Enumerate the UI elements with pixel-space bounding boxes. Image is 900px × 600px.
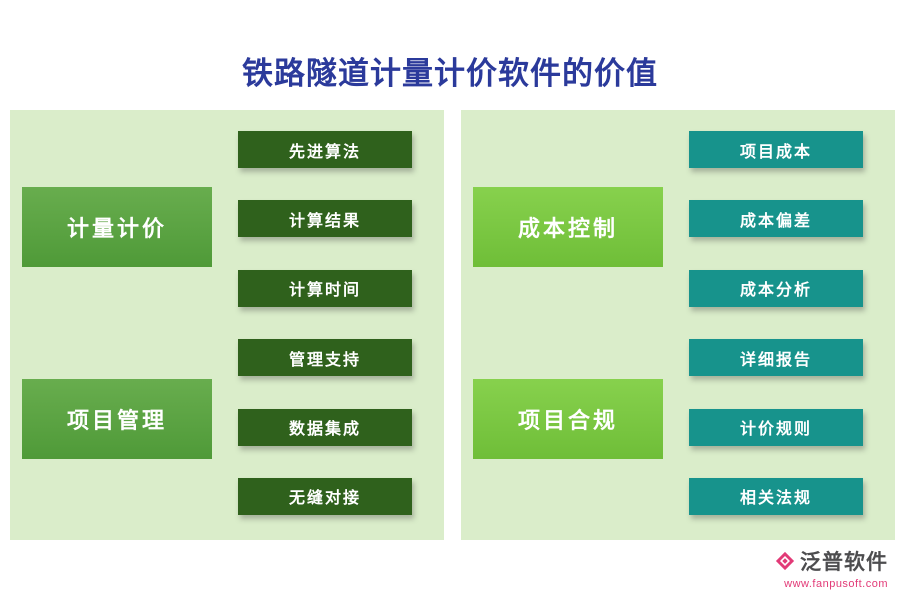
fanpu-logo-icon: [775, 551, 795, 571]
feature-item: 先进算法: [238, 131, 412, 168]
feature-item: 计算结果: [238, 200, 412, 238]
category-block-project-mgmt: 项目管理: [22, 379, 212, 459]
category-block-compliance: 项目合规: [473, 379, 663, 459]
feature-item: 详细报告: [689, 339, 863, 377]
panel-cost-compliance: 成本控制 项目合规 项目成本 成本偏差 成本分析 详细报告 计价规则 相关法规: [461, 110, 895, 540]
feature-item: 管理支持: [238, 339, 412, 377]
panel-metering-pricing: 计量计价 项目管理 先进算法 计算结果 计算时间 管理支持 数据集成 无缝对接: [10, 110, 444, 540]
feature-item: 项目成本: [689, 131, 863, 168]
feature-item: 数据集成: [238, 408, 412, 446]
brand-footer: 泛普软件 www.fanpusoft.com: [775, 546, 888, 590]
feature-item: 计价规则: [689, 408, 863, 446]
category-column: 计量计价 项目管理: [22, 131, 212, 515]
page-title: 铁路隧道计量计价软件的价值: [242, 56, 658, 91]
items-column: 项目成本 成本偏差 成本分析 详细报告 计价规则 相关法规: [689, 131, 863, 515]
category-column: 成本控制 项目合规: [473, 131, 663, 515]
feature-item: 无缝对接: [238, 477, 412, 515]
feature-item: 计算时间: [238, 269, 412, 307]
feature-item: 相关法规: [689, 477, 863, 515]
brand-url: www.fanpusoft.com: [784, 578, 888, 590]
items-column: 先进算法 计算结果 计算时间 管理支持 数据集成 无缝对接: [238, 131, 412, 515]
feature-item: 成本分析: [689, 269, 863, 307]
category-block-cost-control: 成本控制: [473, 187, 663, 267]
brand-name: 泛普软件: [800, 551, 888, 574]
category-block-metering: 计量计价: [22, 187, 212, 267]
feature-item: 成本偏差: [689, 200, 863, 238]
panels-container: 计量计价 项目管理 先进算法 计算结果 计算时间 管理支持 数据集成 无缝对接 …: [10, 110, 895, 540]
